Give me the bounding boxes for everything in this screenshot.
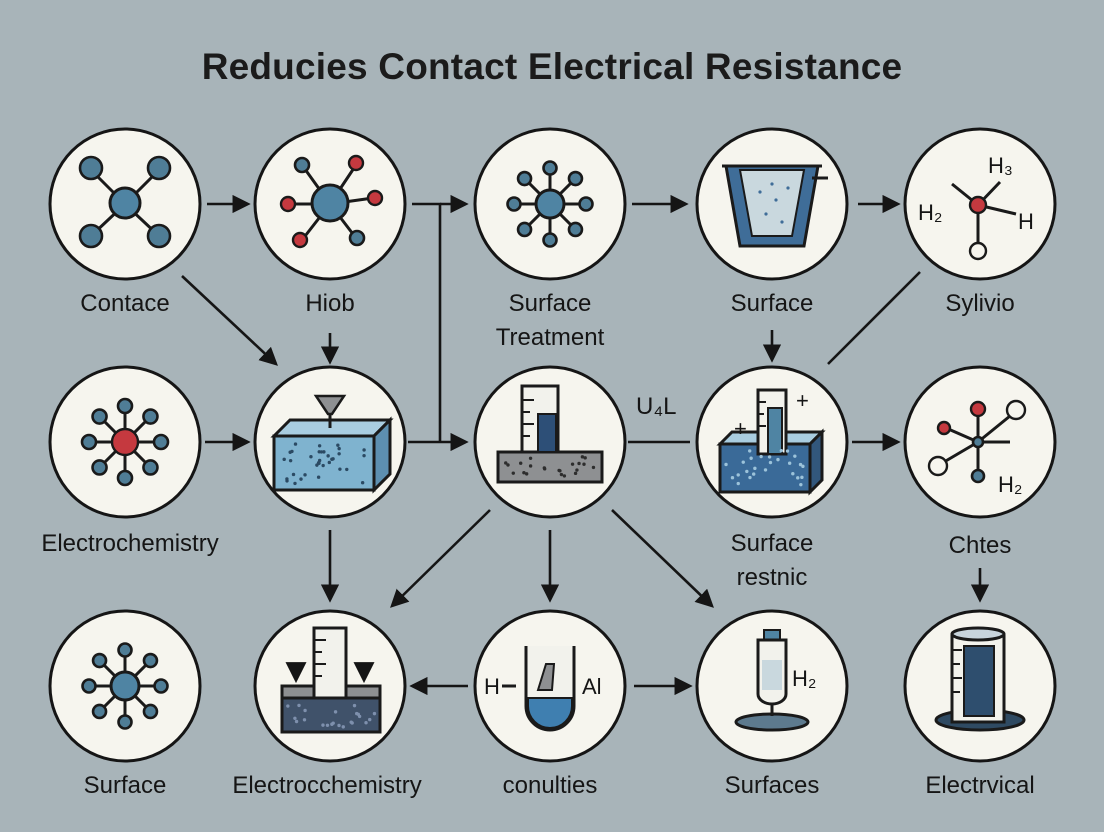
atom-label: H₂: [792, 666, 816, 691]
atom-label: H₃: [988, 153, 1013, 178]
tube-on-plate-icon: [496, 384, 604, 484]
probe-on-block-icon: [270, 394, 394, 494]
node-label-n2: Hiob: [305, 290, 355, 317]
atom-label: H: [1018, 209, 1034, 234]
diagram-title: Reducies Contact Electrical Resistance: [201, 46, 903, 87]
molecule-mixed-icon: H₂: [927, 399, 1027, 497]
node-label-n15: Electrvical: [925, 772, 1035, 799]
test-tube-stand-icon: H₂: [734, 629, 816, 732]
plus-mark: +: [734, 416, 747, 441]
node-label-n3: Surface Treatment: [495, 290, 605, 351]
ruler-on-block-icon: [280, 626, 382, 734]
edge-n5-n9: [827, 271, 921, 365]
beaker-trough-icon: [722, 164, 828, 248]
plus-mark: +: [796, 388, 809, 413]
node-label-n4: Surface: [730, 290, 814, 317]
node-label-n6: Electrochemistry: [41, 530, 219, 557]
atom-label: H₂: [998, 472, 1022, 497]
edge-n8-n12: [390, 509, 491, 608]
node-label-n1: Contace: [80, 290, 170, 317]
flask-icon: H Al: [484, 646, 602, 732]
atom-label: H₂: [918, 200, 942, 225]
molecule-red-center-icon: [80, 397, 170, 487]
cylinder-icon: [934, 626, 1026, 732]
node-label-n14: Surfaces: [724, 772, 820, 799]
node-label-n11: Surface: [83, 772, 167, 799]
edge-n8-n14: [611, 509, 714, 608]
hydrogen-molecule-icon: H₃ H₂ H: [918, 153, 1034, 261]
edge-n1-n7: [181, 275, 278, 366]
atom-label: H: [484, 674, 500, 699]
floating-label-udl: U₄L: [636, 393, 676, 420]
molecule-red-tips-icon: [279, 154, 384, 249]
molecule-8-arms-icon: [506, 160, 594, 248]
connectors: [181, 194, 990, 696]
tube-in-block-icon: + +: [716, 388, 826, 496]
node-label-n10: Chtes: [948, 532, 1012, 559]
node-label-n9: Surface restnic: [730, 530, 814, 591]
molecule-4-arms-icon: [78, 155, 172, 249]
atom-label: Al: [582, 674, 602, 699]
molecule-8-arms-icon: [81, 642, 169, 730]
node-label-n13: conulties: [502, 772, 598, 799]
node-label-n12: Electrocchemistry: [232, 772, 422, 799]
node-label-n5: Sylivio: [945, 290, 1015, 317]
